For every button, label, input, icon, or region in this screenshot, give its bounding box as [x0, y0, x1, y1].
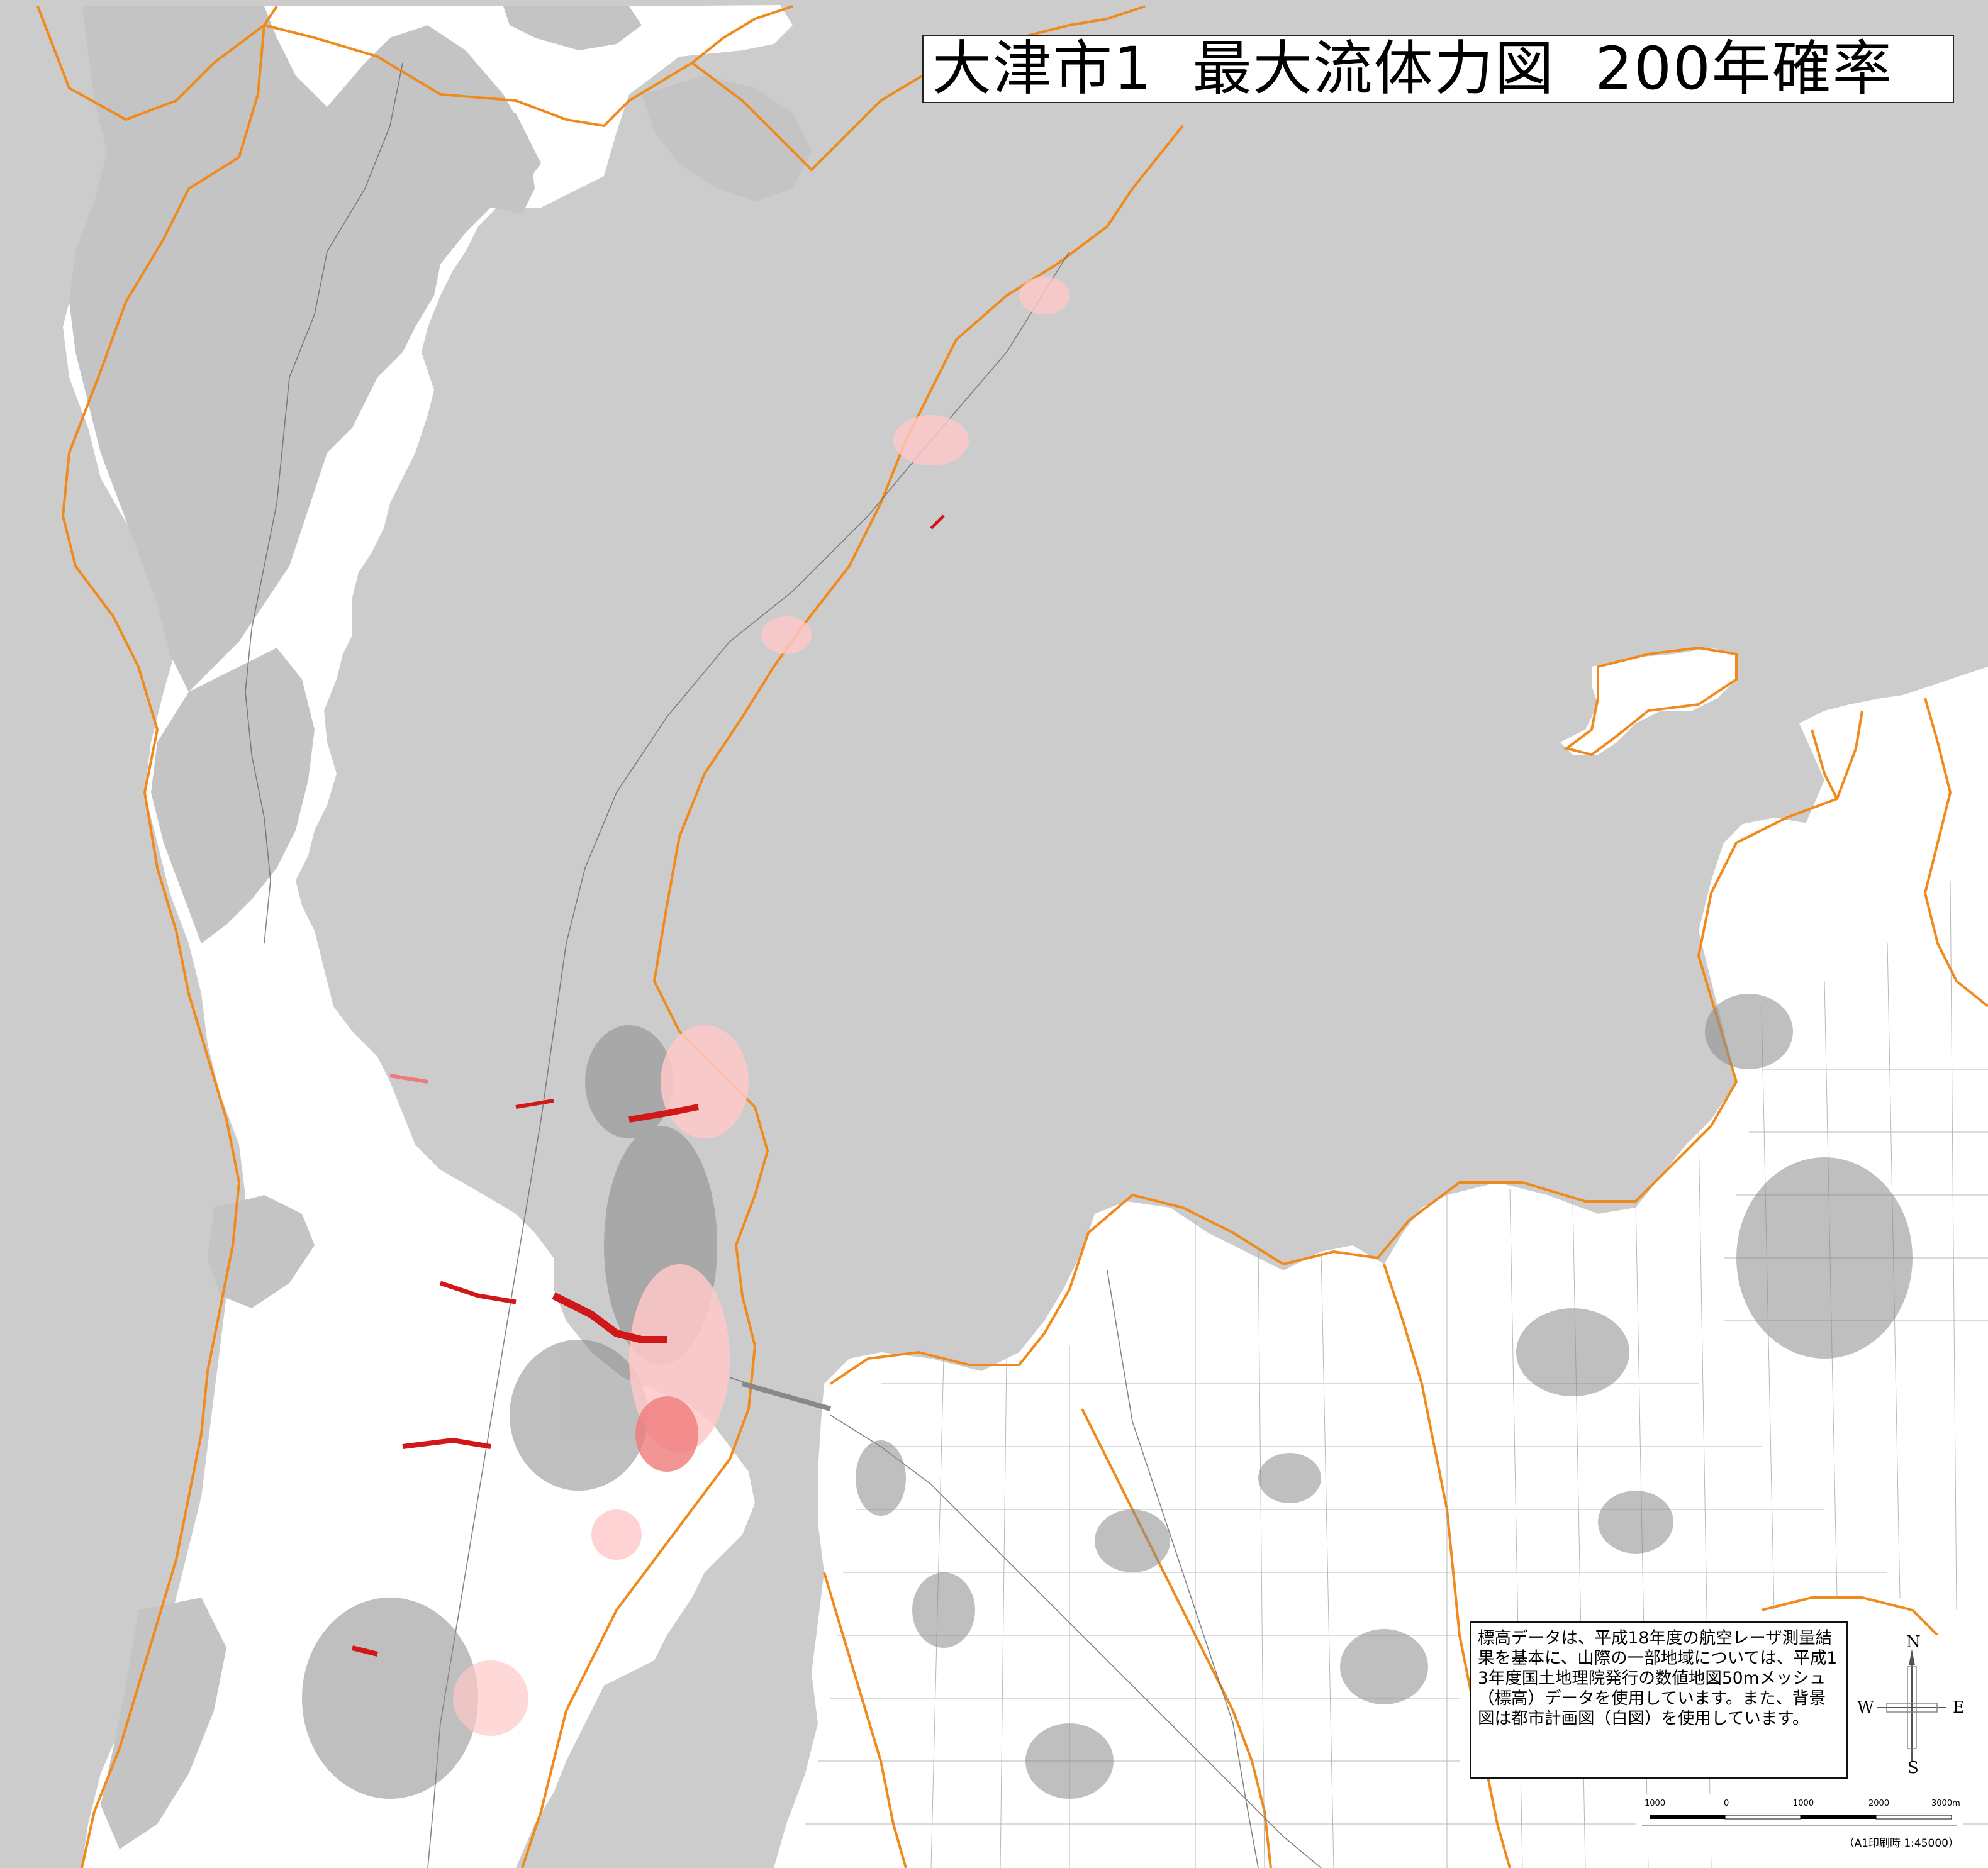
scale-tick: 1000 — [1793, 1799, 1814, 1808]
mountain-forest-southwest — [101, 1195, 315, 1849]
scale-bar: 1000 0 1000 2000 3000m （A1印刷時 1:45000） — [1636, 1794, 1963, 1857]
mountain-forest-middle — [151, 648, 315, 943]
hazard-zones — [352, 277, 1069, 1736]
compass-west: W — [1857, 1698, 1874, 1717]
lake-bridge — [741, 1381, 832, 1411]
northeast-peninsula — [1799, 673, 1988, 1038]
map-title: 大津市1 最大流体力図 200年確率 — [932, 35, 1893, 103]
compass-south: S — [1907, 1759, 1919, 1777]
forest-patch-northeast — [642, 75, 812, 201]
lake-island — [1560, 648, 1736, 755]
compass-icon — [1877, 1649, 1946, 1761]
compass-rose: N W E S — [1852, 1633, 1972, 1780]
data-source-note-text: 標高データは、平成18年度の航空レーザ測量結果を基本に、山際の一部地域については… — [1478, 1628, 1838, 1728]
mountain-forest-north — [69, 6, 535, 692]
map-title-box: 大津市1 最大流体力図 200年確率 — [922, 35, 1954, 103]
scale-bar-graphic — [1642, 1815, 1957, 1826]
forest-patch-upper-ridge — [352, 82, 541, 189]
scale-tick: 3000m — [1931, 1799, 1960, 1808]
scale-tick: 2000 — [1868, 1799, 1890, 1808]
data-source-note: 標高データは、平成18年度の航空レーザ測量結果を基本に、山際の一部地域については… — [1470, 1621, 1848, 1779]
compass-north: N — [1906, 1633, 1921, 1652]
compass-east: E — [1953, 1698, 1965, 1717]
scale-tick: 0 — [1724, 1799, 1729, 1808]
east-shore-land — [774, 667, 1988, 1868]
scale-tick: 1000 — [1645, 1799, 1666, 1808]
forest-patch-top-grey — [503, 6, 642, 50]
print-scale-note: （A1印刷時 1:45000） — [1843, 1837, 1959, 1850]
